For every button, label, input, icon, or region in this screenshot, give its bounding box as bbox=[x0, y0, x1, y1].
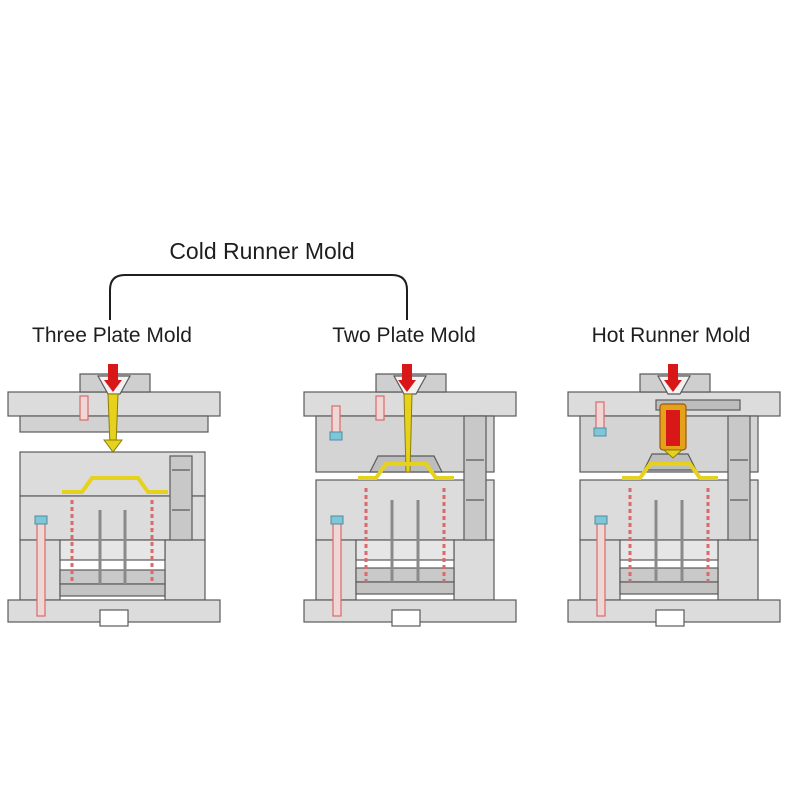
hot-runner-mold-label: Hot Runner Mold bbox=[591, 324, 751, 347]
three-plate-mold-drawing bbox=[7, 364, 221, 627]
cold-runner-mold-label: Cold Runner Mold bbox=[169, 238, 355, 264]
hot-runner-mold-drawing bbox=[567, 364, 781, 627]
two-plate-mold-label: Two Plate Mold bbox=[332, 324, 476, 347]
three-plate-mold-label: Three Plate Mold bbox=[32, 324, 192, 347]
two-plate-mold-drawing bbox=[303, 364, 517, 627]
